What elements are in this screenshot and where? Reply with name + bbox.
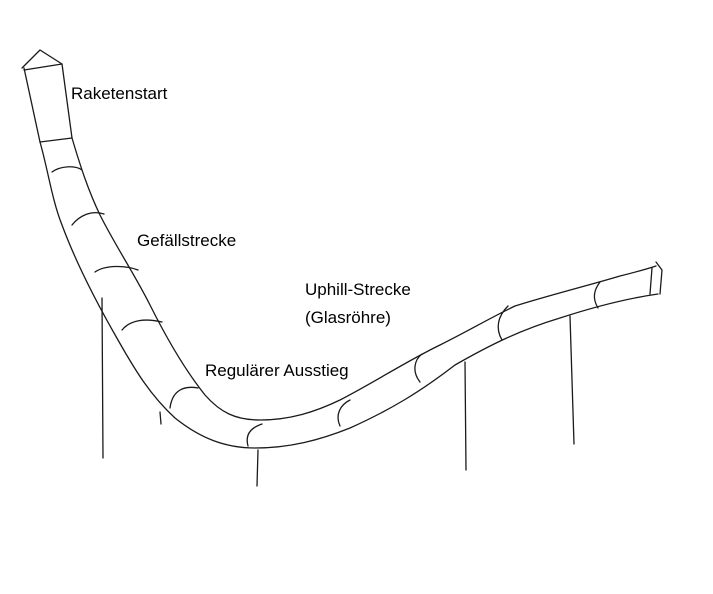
support-pillars (101, 297, 575, 487)
label-exit: Regulärer Ausstieg (205, 361, 349, 380)
tube-inner-edge (71, 137, 657, 421)
label-uphill: Uphill-Strecke (305, 280, 411, 299)
label-uphill-sub: (Glasröhre) (305, 308, 391, 327)
tube-end (649, 261, 663, 295)
launch-tube (21, 49, 73, 143)
tube-segment-joints (51, 166, 601, 447)
label-rocket-start: Raketenstart (71, 84, 168, 103)
label-downhill: Gefällstrecke (137, 231, 237, 250)
tube-outer-edge (39, 141, 659, 449)
